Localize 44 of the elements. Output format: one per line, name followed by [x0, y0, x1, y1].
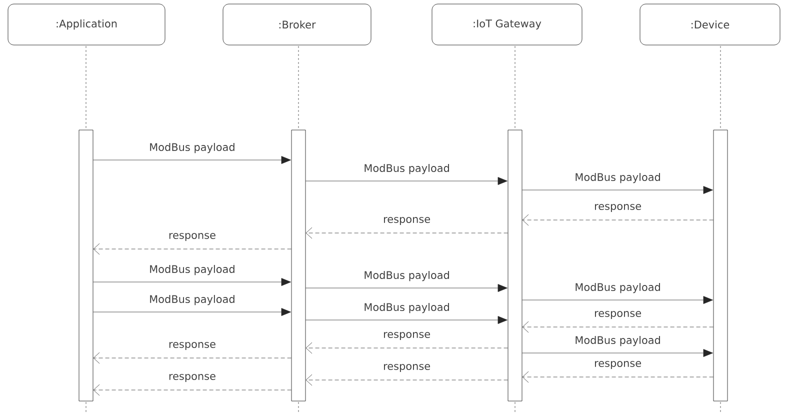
edge-label: ModBus payload	[362, 270, 451, 282]
message-arrow	[306, 342, 508, 354]
message-arrow	[306, 374, 508, 386]
edge-label: response	[167, 341, 217, 352]
participant-box: :Application	[8, 4, 166, 46]
edge-label: response	[382, 331, 432, 342]
activation-bar	[291, 130, 306, 402]
edge-label: response	[593, 203, 643, 214]
message-arrow	[93, 156, 291, 164]
message-arrow	[306, 316, 508, 324]
message-arrow	[93, 352, 292, 364]
activation-bar	[78, 130, 94, 402]
edge-label: response	[167, 232, 217, 242]
edge-label: ModBus payload	[362, 162, 451, 176]
activation-bar	[713, 130, 728, 402]
participant-box: :IoT Gateway	[432, 4, 582, 46]
activation-bar	[508, 130, 522, 402]
edge-label: ModBus payload	[362, 302, 451, 314]
edge-label: ModBus payload	[574, 334, 662, 348]
message-arrow	[522, 321, 714, 333]
edge-label: response	[593, 310, 643, 320]
participant-box: :Broker	[222, 4, 372, 46]
message-arrow	[93, 384, 292, 396]
message-arrow	[522, 296, 713, 304]
message-arrow	[522, 186, 713, 194]
message-arrow	[522, 349, 713, 357]
edge-label: response	[382, 216, 432, 226]
message-arrow	[306, 284, 508, 292]
message-arrow	[522, 371, 714, 383]
edge-label: ModBus payload	[574, 172, 662, 184]
edge-label: ModBus payload	[148, 142, 236, 154]
edge-label: response	[593, 360, 643, 370]
message-arrow	[93, 308, 291, 316]
message-arrow	[93, 278, 291, 286]
participant-box: :Device	[640, 4, 780, 46]
edge-label: ModBus payload	[148, 294, 236, 306]
message-arrow	[306, 177, 508, 185]
message-arrow	[306, 227, 508, 239]
edge-label: ModBus payload	[148, 264, 236, 276]
edge-label: ModBus payload	[574, 282, 662, 294]
message-arrow	[93, 243, 292, 255]
edge-label: response	[167, 373, 217, 384]
edge-label: response	[382, 363, 432, 374]
message-arrow	[522, 214, 714, 226]
